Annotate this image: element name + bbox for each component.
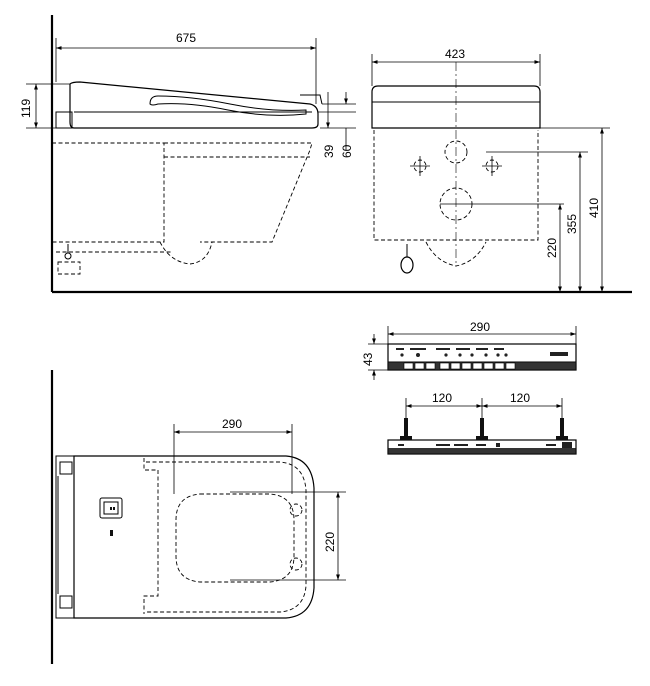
- side-bowl-hidden: [164, 142, 313, 243]
- panel-button-row: [403, 362, 516, 370]
- top-inner-hidden-left: [143, 458, 159, 614]
- side-valve-knob: [64, 252, 72, 260]
- top-inner-hidden-right: [146, 461, 307, 613]
- bracket-right: [556, 418, 568, 440]
- top-hinge-upper: [59, 461, 73, 475]
- side-trap-hidden: [159, 241, 213, 265]
- front-valve-knob: [400, 256, 414, 274]
- side-carrier-hidden: [52, 142, 165, 243]
- bracket-middle: [476, 418, 488, 440]
- top-view: 290 220: [50, 370, 346, 664]
- front-view: 423 220 355 410: [371, 47, 610, 292]
- dim-119-label: 119: [19, 99, 33, 118]
- front-bolt-left: [410, 156, 430, 176]
- side-hinge-block: [55, 111, 73, 129]
- dim-220-front-label: 220: [545, 238, 559, 258]
- dim-top-290-label: 290: [222, 417, 242, 431]
- dim-panel-290-label: 290: [470, 320, 490, 334]
- top-lid-outline: [73, 455, 315, 619]
- dim-top-220-label: 220: [323, 532, 337, 552]
- top-lid-button-mark-2: [113, 507, 115, 510]
- top-hinge-block: [55, 455, 75, 619]
- side-handle-slot: [149, 95, 307, 116]
- dim-120-right-label: 120: [510, 391, 530, 405]
- panel-rear-labels: [398, 442, 572, 448]
- dim-39-label: 39: [322, 144, 336, 158]
- side-valve-hidden: [57, 261, 81, 275]
- dim-60-label: 60: [340, 144, 354, 158]
- side-view: 675 119 39 60: [19, 15, 632, 294]
- front-lid: [371, 85, 541, 129]
- dim-675-label: 675: [176, 31, 196, 45]
- top-lid-button-inner: [103, 501, 119, 515]
- top-hole-lower: [289, 557, 303, 571]
- front-bolt-right: [482, 156, 502, 176]
- bracket-left: [400, 418, 412, 440]
- top-hole-upper: [289, 503, 303, 517]
- top-lid-button: [99, 497, 123, 519]
- top-lid-button-mark-1: [110, 507, 112, 510]
- panel-symbols: [396, 348, 568, 357]
- dim-120-left-label: 120: [432, 391, 452, 405]
- front-body-hidden: [373, 130, 539, 241]
- front-trap-hidden: [425, 241, 487, 267]
- dim-355-label: 355: [565, 214, 579, 234]
- panel-rear-base: [388, 448, 576, 454]
- side-cover-edge: [300, 94, 323, 105]
- dim-43-label: 43: [361, 352, 375, 366]
- front-inlet-circle: [444, 140, 468, 164]
- control-panel-front: 290 43: [361, 320, 577, 380]
- dim-423-label: 423: [445, 47, 465, 61]
- top-hinge-lower: [59, 595, 73, 609]
- top-lid-indicator: [110, 530, 113, 536]
- dim-410-label: 410: [587, 198, 601, 218]
- top-bowl-opening: [175, 493, 295, 583]
- control-panel-brackets: 120 120: [387, 391, 577, 455]
